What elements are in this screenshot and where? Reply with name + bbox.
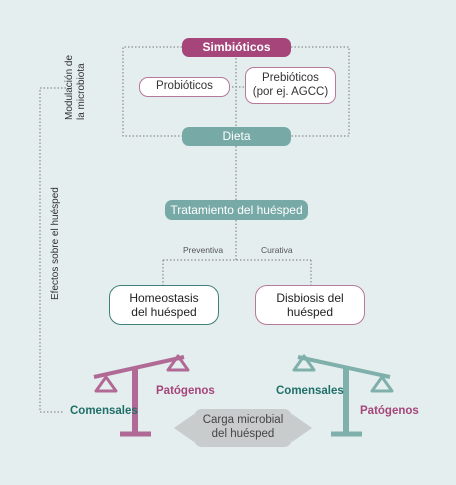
left-patogenos-label: Patógenos: [156, 385, 215, 397]
left-scale-icon: [93, 354, 190, 437]
right-patogenos-label: Patógenos: [360, 405, 419, 417]
preventiva-label: Preventiva: [183, 245, 224, 255]
curativa-label: Curativa: [261, 245, 293, 255]
prebioticos-text: Prebióticos (por ej. AGCC): [252, 71, 329, 98]
simbioticos-box: Simbióticos: [182, 38, 291, 57]
carga-box: Carga microbial del huésped: [194, 409, 292, 447]
modulacion-label: Modulación de la microbiota: [64, 54, 87, 120]
homeostasis-box: Homeostasis del huésped: [109, 285, 219, 325]
homeostasis-text: Homeostasis del huésped: [129, 290, 199, 319]
right-comensales-label: Comensales: [276, 385, 344, 397]
probioticos-box: Probióticos: [139, 77, 230, 97]
carga-text: Carga microbial del huésped: [202, 414, 284, 440]
disbiosis-box: Disbiosis del huésped: [255, 285, 365, 325]
prebioticos-box: Prebióticos (por ej. AGCC): [245, 67, 336, 104]
right-scale-icon: [292, 354, 394, 437]
left-comensales-label: Comensales: [70, 405, 138, 417]
probioticos-text: Probióticos: [156, 80, 213, 93]
tratamiento-text: Tratamiento del huésped: [170, 202, 303, 217]
dieta-box: Dieta: [182, 127, 291, 146]
simbioticos-text: Simbióticos: [202, 40, 271, 55]
efectos-label: Efectos sobre el huésped: [50, 187, 61, 300]
tratamiento-box: Tratamiento del huésped: [165, 200, 308, 220]
disbiosis-text: Disbiosis del huésped: [276, 290, 344, 319]
dieta-text: Dieta: [222, 129, 251, 144]
